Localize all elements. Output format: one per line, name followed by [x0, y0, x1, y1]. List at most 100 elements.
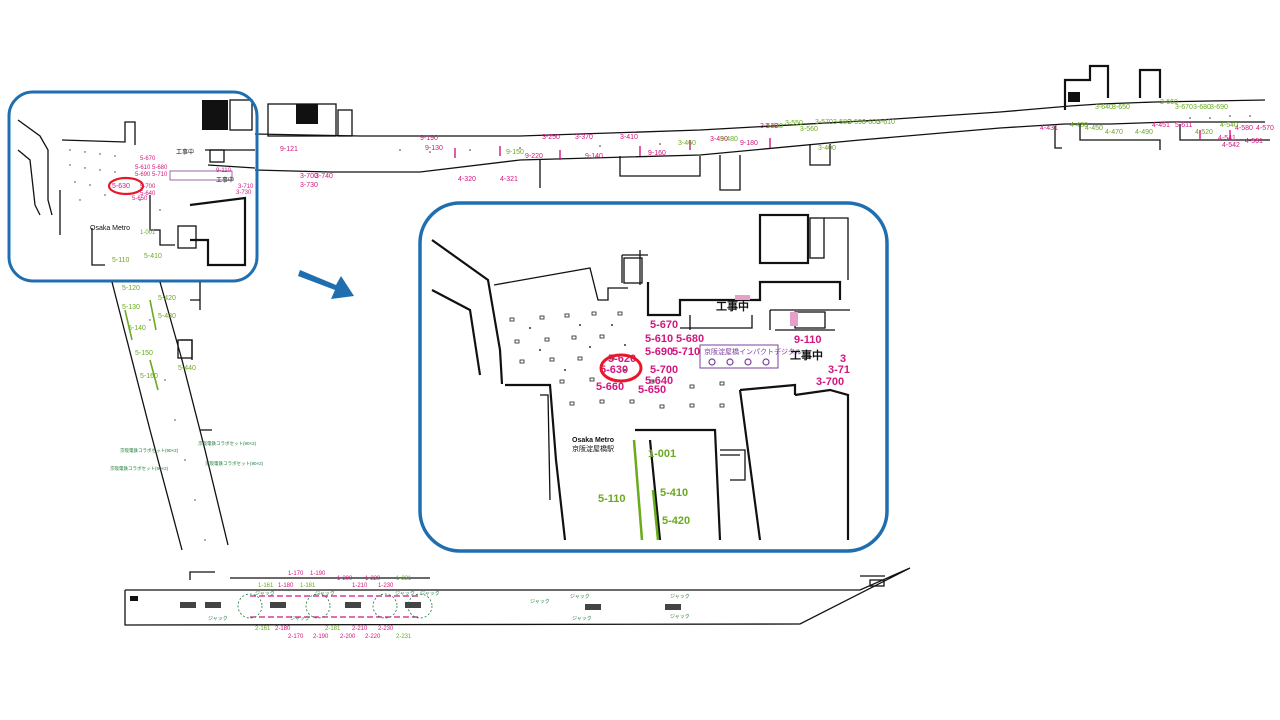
label-grn: 9-150	[506, 149, 524, 156]
inset-mag-label: 5-680	[676, 333, 704, 345]
label-mag: 2-180	[275, 626, 291, 632]
inset-grn-label: 5-110	[598, 493, 626, 505]
label-mag: 5-611	[1175, 122, 1192, 129]
jack-label: ジャック	[420, 591, 440, 597]
label-mag: 1-180	[278, 583, 294, 589]
label-mag: 2-220	[365, 634, 381, 640]
label-grn: 3-690	[1210, 104, 1228, 111]
label-mag: 3-370	[575, 134, 593, 141]
label-grn: 4-470	[1105, 129, 1123, 136]
inset-dots	[529, 324, 626, 371]
inset-mag-label: 5-670	[650, 319, 678, 331]
label-mag: 3-490	[710, 136, 728, 143]
label-mag: 5-680	[152, 165, 168, 171]
label-grn: 3-660	[1160, 99, 1178, 106]
purple-box-text: 京阪淀屋橋インパクトデジタル	[704, 347, 802, 356]
label-mag: 4-542	[1222, 142, 1240, 149]
jack-label: ジャック	[670, 614, 690, 620]
label-mag: 2-170	[288, 634, 304, 640]
label-mag: 5-610	[135, 165, 151, 171]
label-mag: 9-160	[648, 150, 666, 157]
label-mag: 3-710	[238, 184, 254, 190]
inset-mag-label: 9-110	[794, 334, 822, 346]
jack-label: ジャック	[530, 599, 550, 605]
label-grn: 3-570	[815, 119, 833, 126]
side-text: 京阪電鉄コラボセット(90×2)	[110, 465, 169, 472]
label-mag: 4-580	[1235, 125, 1253, 132]
label-grn: 4-450	[1085, 125, 1103, 132]
label-grn: 5-420	[158, 295, 176, 302]
arrow-right-icon	[298, 270, 354, 299]
label-grn: 4-520	[1195, 129, 1213, 136]
label-grn: 2-161	[255, 626, 271, 632]
purple-ad-box-small	[169, 170, 233, 181]
label-mag: 5-690	[135, 172, 151, 178]
top-labels: 9-121 9-130 9-190 9-220 3-250 3-370 3-41…	[280, 99, 1274, 189]
label-mag: 4-321	[500, 176, 518, 183]
top-floor-dots	[399, 115, 1251, 153]
label-mag: 5-700	[140, 184, 156, 190]
side-text: 京阪電鉄コラボセット(90×2)	[205, 460, 264, 467]
construction-label: 工事中	[790, 348, 823, 362]
label-grn: 5-120	[122, 285, 140, 292]
label-mag: 4-541	[1218, 135, 1236, 142]
jack-label: ジャック	[315, 591, 335, 597]
label-grn: 5-410	[144, 253, 162, 260]
label-mag: 3-250	[542, 134, 560, 141]
diagonal-labels: 5-110 5-410 5-120 5-130 5-420 5-140 5-15…	[110, 253, 264, 472]
highlight-label-small: 5-630	[112, 183, 130, 190]
label-mag: 2-230	[378, 626, 394, 632]
label-grn: 4-490	[1135, 129, 1153, 136]
label-mag: 1-200	[337, 576, 353, 582]
inset-mag-label: 5-660	[596, 381, 624, 393]
label-grn: 5-160	[140, 373, 158, 380]
label-grn: 3-640	[1095, 104, 1113, 111]
station-name: Osaka Metro	[572, 437, 614, 444]
label-mag: 2-210	[352, 626, 368, 632]
label-mag: 3-740	[315, 173, 333, 180]
label-mag: 1-190	[310, 571, 326, 577]
purple-ad-box	[699, 344, 779, 369]
top-corridor	[202, 64, 1270, 191]
zoom-source-frame	[7, 90, 259, 283]
label-grn: 3-670	[1175, 104, 1193, 111]
jack-label: ジャック	[395, 591, 415, 597]
label-mag: 2-190	[313, 634, 329, 640]
label-grn: 3-550	[785, 120, 803, 127]
inset-mag-label: 3-71	[828, 364, 850, 376]
label-grn: 3-680	[1193, 104, 1211, 111]
label-grn: 2-181	[325, 626, 341, 632]
inset-mag-label: 5-610	[645, 333, 673, 345]
side-text: 京阪電鉄コラボセット(90×2)	[120, 447, 179, 454]
bottom-labels: 1-170 1-190 1-200 1-220 1-231 1-161 1-18…	[208, 571, 690, 640]
label-mag: 5-650	[132, 196, 148, 202]
station-sub: 京阪淀屋橋駅	[572, 444, 614, 453]
diag-dots	[149, 319, 206, 541]
label-mag: 9-130	[425, 145, 443, 152]
jack-label: ジャック	[572, 616, 592, 622]
inset-labels: 5-670 5-610 5-680 5-690 5-710 5-620 5-63…	[596, 319, 850, 527]
inset-grn-label: 1-001	[648, 448, 676, 460]
label-mag: 3-700	[300, 173, 318, 180]
inset-mag-label: 5-630	[600, 364, 628, 376]
label-mag: 1-220	[365, 576, 381, 582]
label-mag: 1-210	[352, 583, 368, 589]
label-grn: 3-610	[877, 119, 895, 126]
construction-small: 工事中	[176, 148, 194, 156]
label-grn: 3-400	[818, 145, 836, 152]
label-mag: 9-110	[216, 168, 232, 174]
inset-mag-label: 3-700	[816, 376, 844, 388]
label-grn: 5-440	[178, 365, 196, 372]
construction-small: 工事中	[216, 176, 234, 184]
label-mag: 1-230	[378, 583, 394, 589]
label-grn: 3-590	[848, 119, 866, 126]
inset-mag-label: 5-640	[645, 375, 673, 387]
label-mag: 3-410	[620, 134, 638, 141]
plaza-dots	[69, 149, 161, 211]
label-grn: 3-530	[765, 123, 783, 130]
label-mag: 9-140	[585, 153, 603, 160]
label-grn: 3-480	[720, 136, 738, 143]
highlight-marker	[599, 353, 643, 383]
label-mag: 2-200	[340, 634, 356, 640]
